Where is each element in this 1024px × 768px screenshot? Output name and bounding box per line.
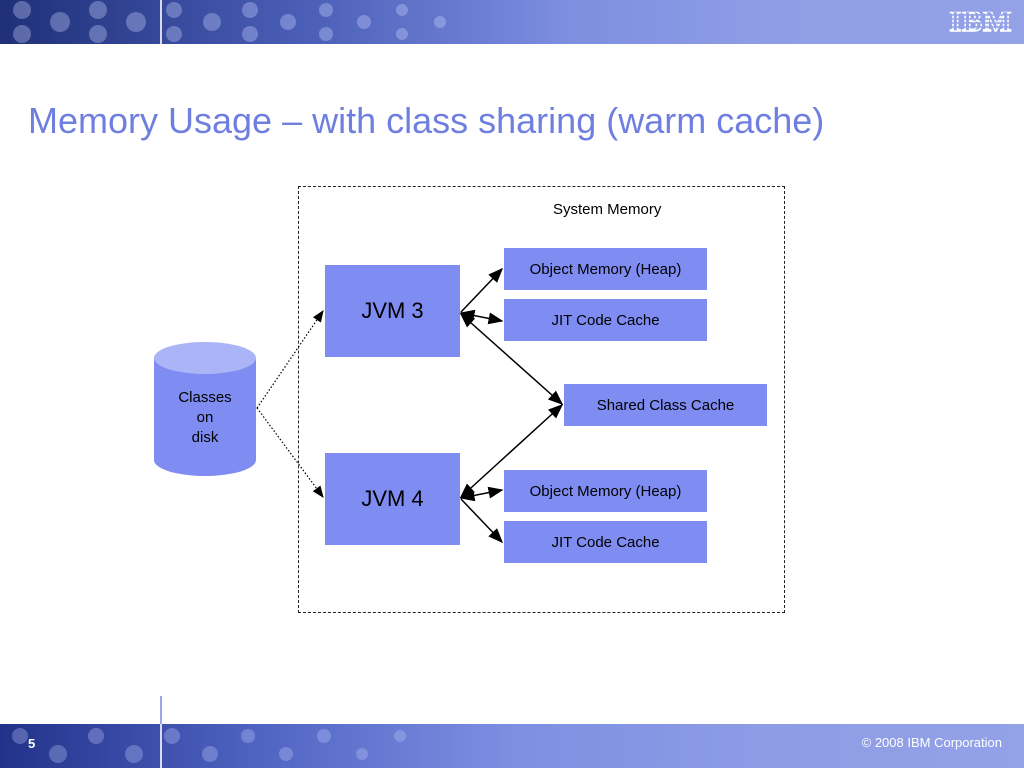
bottom-object-memory-box: Object Memory (Heap): [504, 470, 707, 512]
arrow-jvm-bottom-to-shared: [459, 403, 564, 499]
classes-on-disk-label: Classes on disk: [178, 389, 232, 446]
bottom-banner: [0, 724, 1024, 768]
jvm-3-box: JVM 3: [325, 265, 460, 357]
arrow-disk-to-jvm-top: [256, 310, 324, 409]
arrow-jvm-bottom-to-heap: [459, 486, 504, 502]
page-number: 5: [28, 736, 36, 751]
system-memory-label: System Memory: [553, 201, 662, 218]
shared-class-cache-box: Shared Class Cache: [564, 384, 767, 426]
footer-divider: [160, 696, 162, 724]
bottom-jit-code-cache-box: JIT Code Cache: [504, 521, 707, 563]
jvm-4-box: JVM 4: [325, 453, 460, 545]
copyright: © 2008 IBM Corporation: [861, 735, 1002, 750]
top-jit-code-cache-box: JIT Code Cache: [504, 299, 707, 341]
banner-decoration: [13, 0, 446, 44]
arrow-jvm-top-to-shared: [459, 313, 564, 405]
top-banner: IBM: [0, 0, 1024, 44]
classes-on-disk-cylinder: [154, 342, 256, 476]
arrow-jvm-top-to-heap: [460, 267, 504, 313]
top-object-memory-box: Object Memory (Heap): [504, 248, 707, 290]
svg-text:IBM: IBM: [950, 5, 1013, 36]
page-title: Memory Usage – with class sharing (warm …: [28, 100, 825, 141]
arrow-disk-to-jvm-bottom: [256, 407, 324, 498]
arrow-jvm-bottom-to-jit: [460, 498, 504, 544]
system-memory-boundary: [298, 186, 785, 613]
banner-decoration: [12, 724, 406, 768]
ibm-logo: IBM: [946, 4, 1016, 36]
